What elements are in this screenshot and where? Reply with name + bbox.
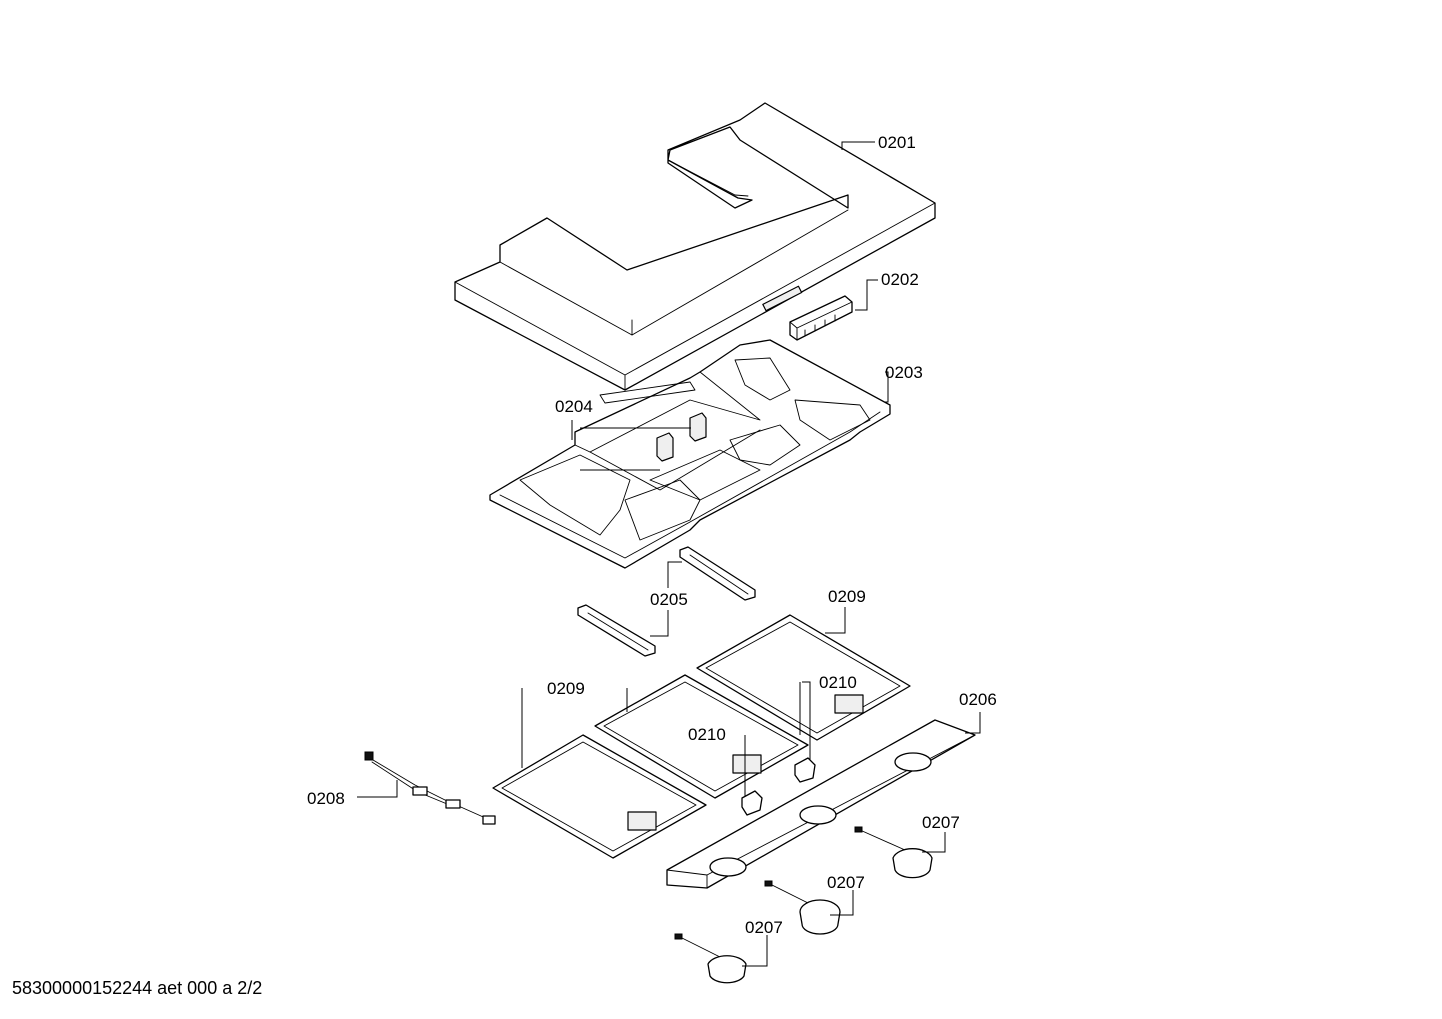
part-0210-latches[interactable] (741, 757, 816, 816)
callout-0206: 0206 (959, 690, 997, 709)
callout-0205: 0205 (650, 590, 688, 609)
part-0203-housing[interactable] (489, 339, 891, 569)
callout-0204: 0204 (555, 397, 593, 416)
callout-0201: 0201 (878, 133, 916, 152)
leader-lines (357, 141, 981, 967)
part-0204-clips[interactable] (656, 412, 707, 462)
callout-0207-middle: 0207 (827, 873, 865, 892)
part-0206-lamp-strip[interactable] (666, 719, 976, 889)
document-code: 58300000152244 aet 000 a 2/2 (12, 978, 263, 998)
part-0209-filters[interactable] (492, 614, 911, 859)
part-0208-cable-harness[interactable] (364, 751, 496, 825)
part-0202-control-module[interactable] (789, 295, 853, 341)
part-0205-rails[interactable] (577, 546, 756, 657)
callout-0210-upper: 0210 (819, 673, 857, 692)
part-0207-lamps[interactable] (674, 826, 933, 984)
callout-0207-left: 0207 (745, 918, 783, 937)
callout-0209-upper: 0209 (828, 587, 866, 606)
callout-0203: 0203 (885, 363, 923, 382)
callout-0202: 0202 (881, 270, 919, 289)
callout-0210-lower: 0210 (688, 725, 726, 744)
callout-0207-right: 0207 (922, 813, 960, 832)
callout-0208: 0208 (307, 789, 345, 808)
part-0201-top-cover[interactable] (454, 102, 936, 391)
callout-0209-lower: 0209 (547, 679, 585, 698)
